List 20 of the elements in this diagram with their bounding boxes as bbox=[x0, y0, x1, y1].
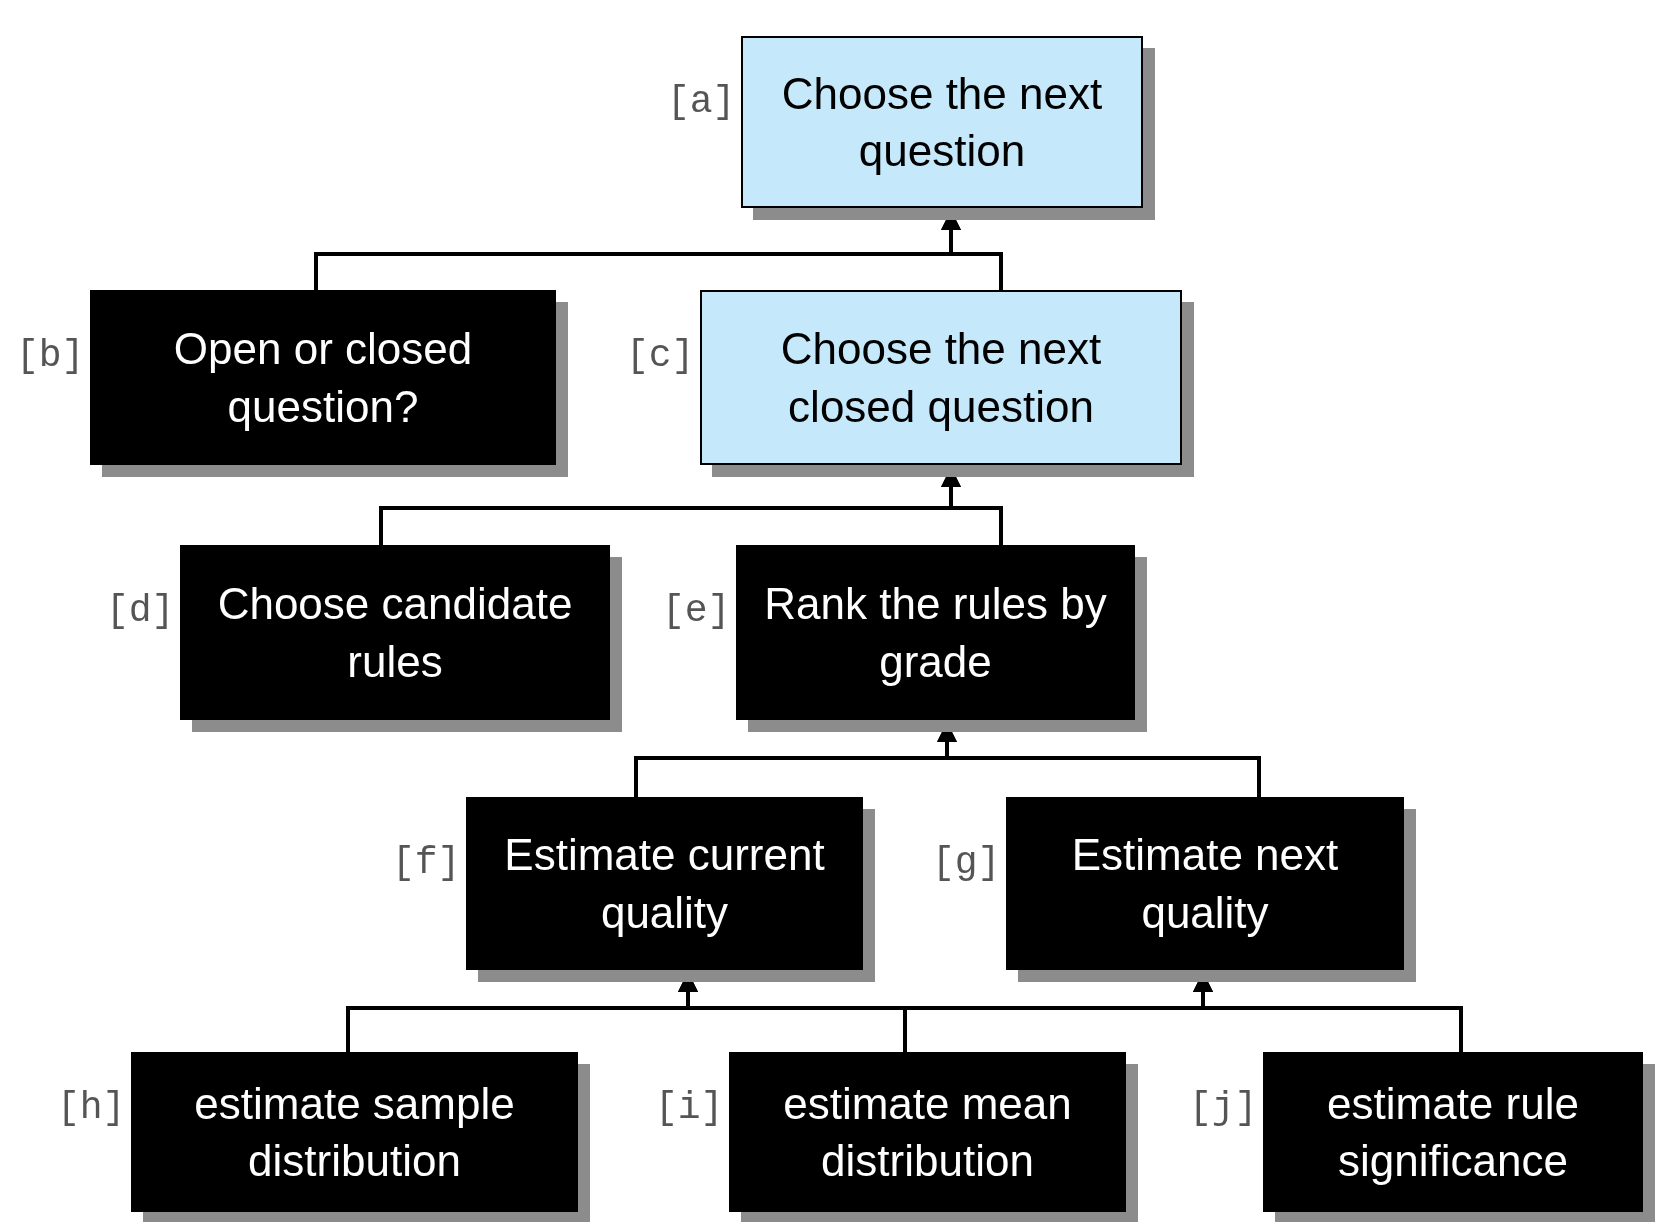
callout-letter: [e] bbox=[662, 589, 731, 632]
box-label: estimate rule significance bbox=[1326, 1077, 1580, 1187]
callout-letter: [b] bbox=[16, 334, 85, 377]
callout-letter: [h] bbox=[57, 1086, 126, 1129]
callout-letter: [d] bbox=[106, 589, 175, 632]
callout-letter: [i] bbox=[655, 1086, 724, 1129]
box-label: Choose the next question bbox=[780, 67, 1104, 177]
callout-letter: [a] bbox=[667, 80, 736, 123]
box-label: estimate sample distribution bbox=[193, 1077, 516, 1187]
callout-letter: [j] bbox=[1189, 1086, 1258, 1129]
box-label: estimate mean distribution bbox=[782, 1077, 1073, 1187]
callout-letter: [f] bbox=[392, 841, 461, 884]
box-label: Rank the rules by grade bbox=[763, 578, 1108, 688]
box-label: Estimate current quality bbox=[503, 829, 826, 939]
callout-letter: [g] bbox=[932, 841, 1001, 884]
box-label: Open or closed question? bbox=[172, 323, 474, 433]
callout-letter: [c] bbox=[626, 334, 695, 377]
box-label: Estimate next quality bbox=[1070, 829, 1340, 939]
box-label: Choose the next closed question bbox=[779, 323, 1103, 433]
box-label: Choose candidate rules bbox=[216, 578, 574, 688]
